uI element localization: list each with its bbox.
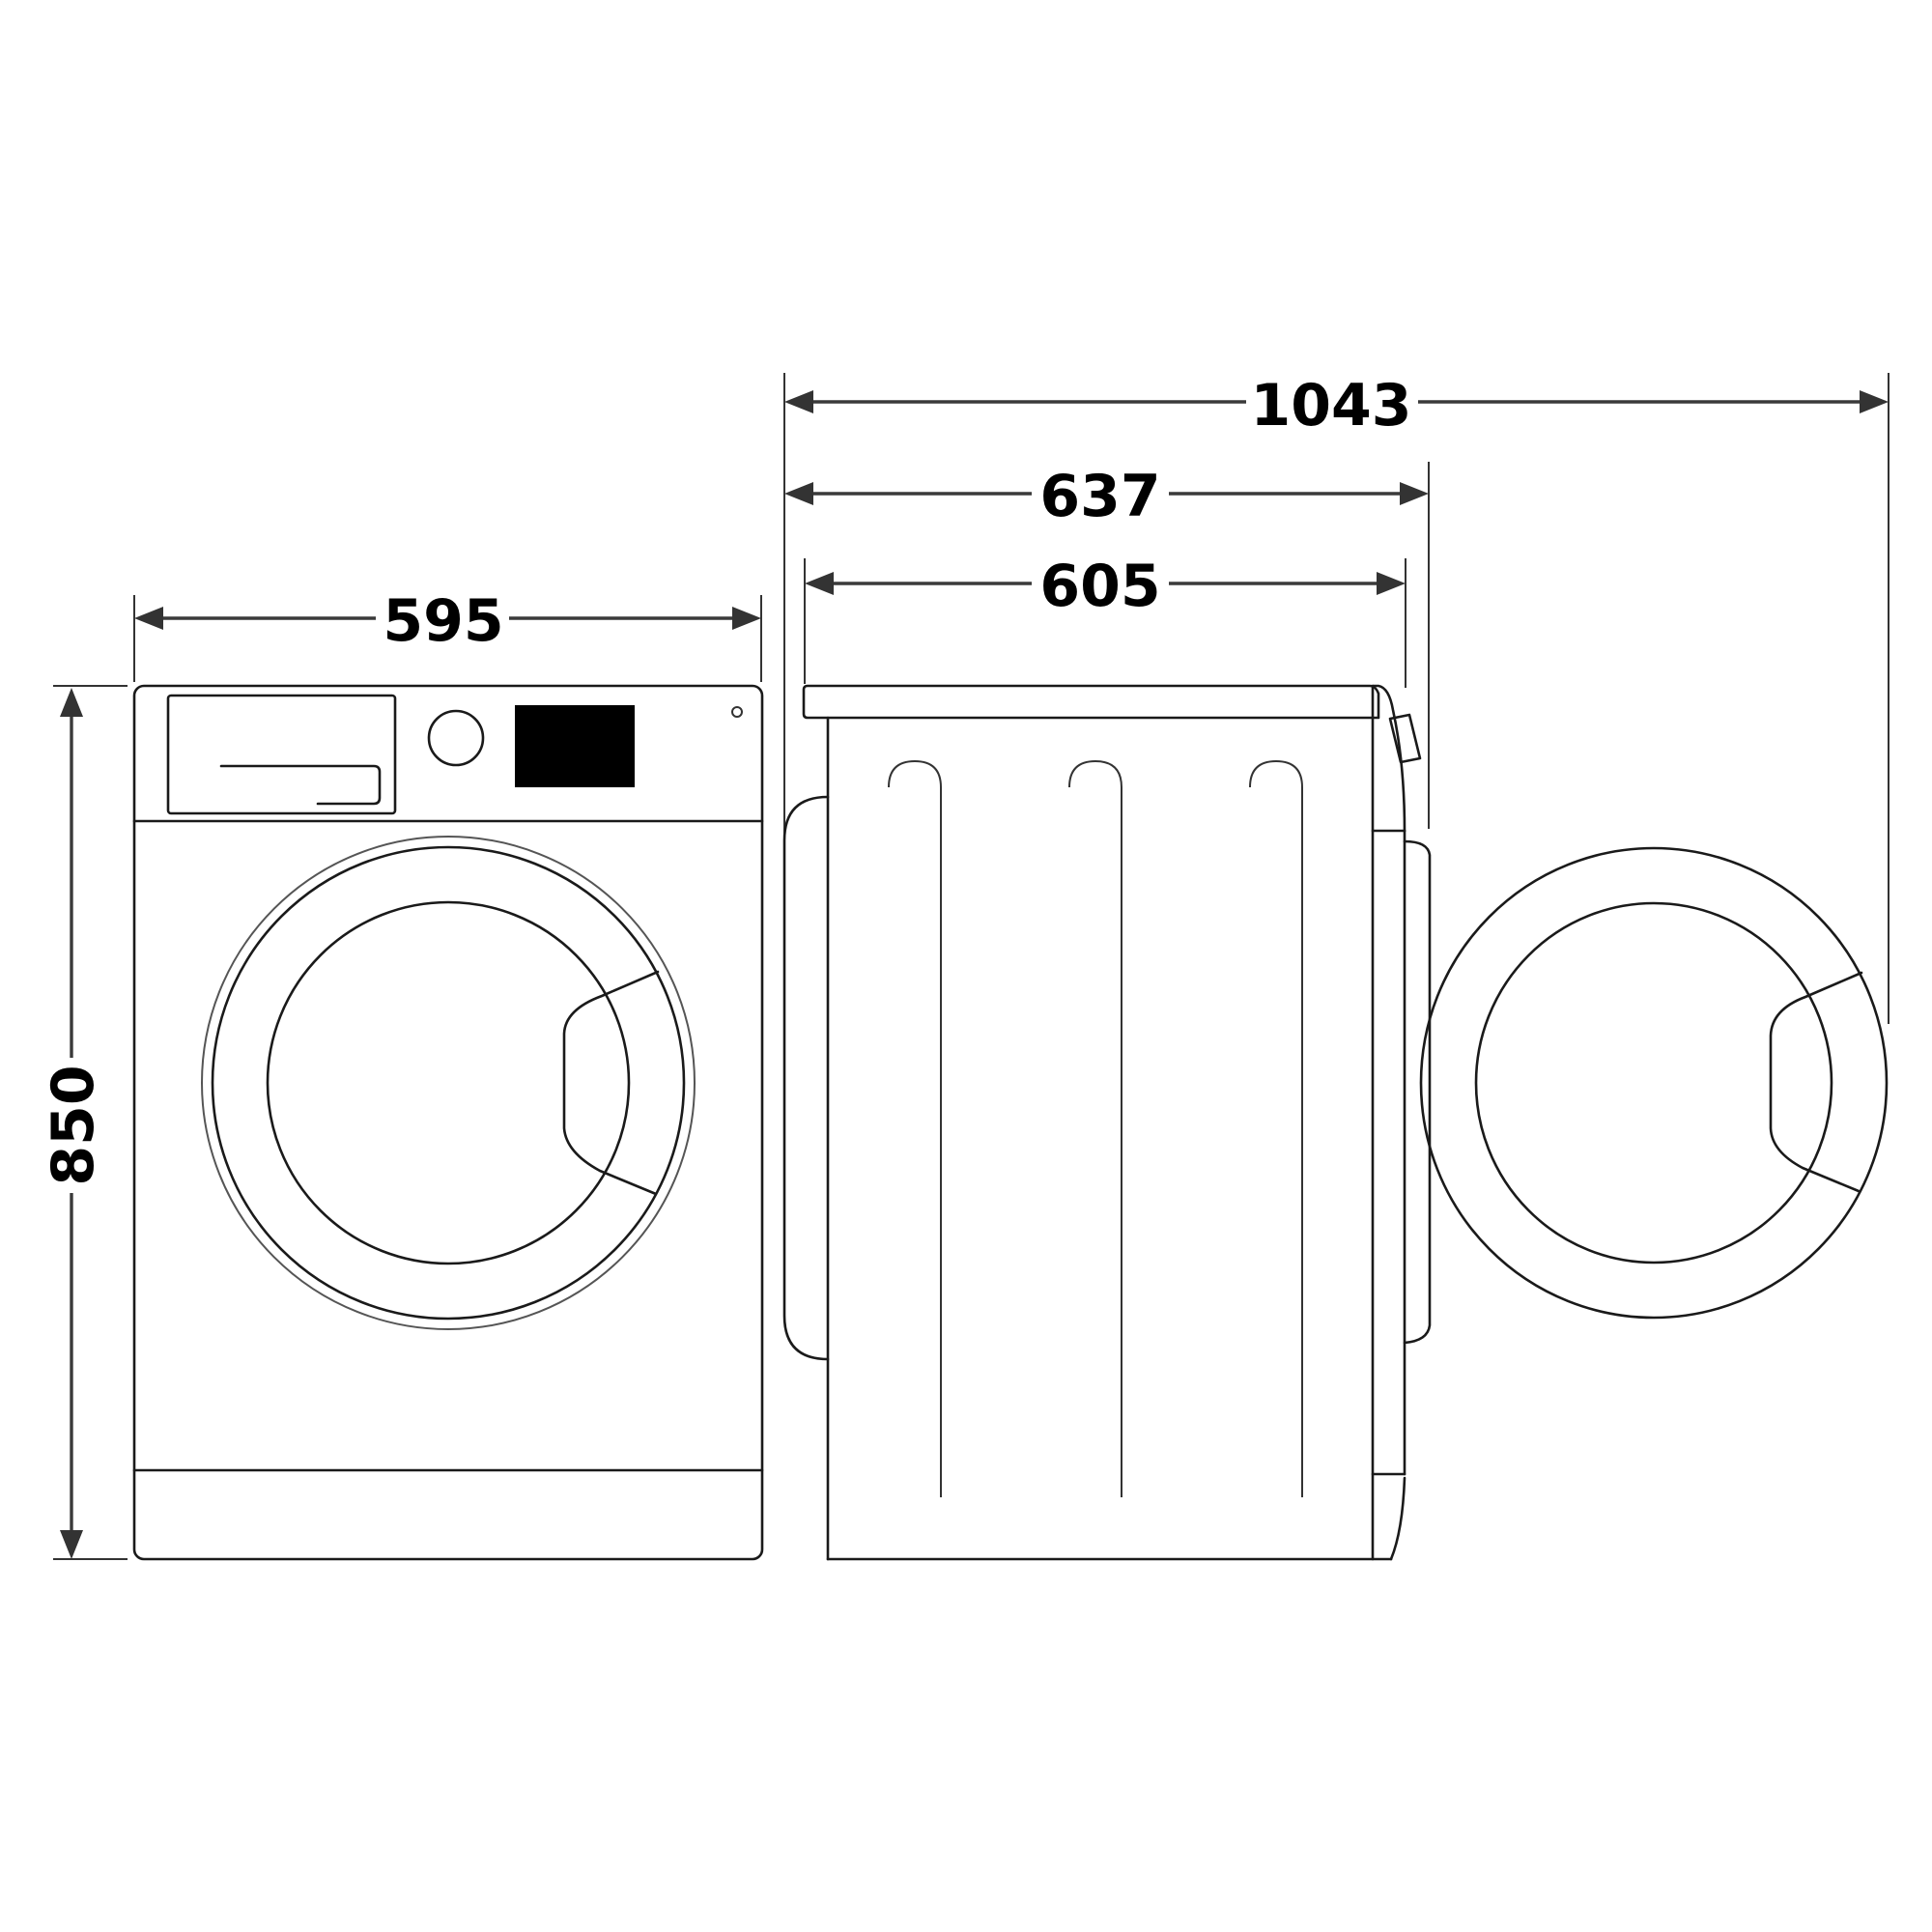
drawer-handle-icon bbox=[219, 764, 382, 806]
top-lid bbox=[802, 684, 1380, 720]
control-panel-profile bbox=[1371, 684, 1406, 833]
arrowhead-right-icon bbox=[732, 607, 761, 630]
arrowhead-left-icon bbox=[784, 390, 813, 413]
dimension-595: 595 bbox=[133, 587, 762, 682]
dimension-label-595: 595 bbox=[383, 587, 503, 655]
arrowhead-right-icon bbox=[1400, 482, 1429, 505]
side-rib-1 bbox=[888, 759, 942, 1497]
detergent-drawer bbox=[166, 694, 397, 815]
side-rib-3 bbox=[1249, 759, 1303, 1497]
front-cabinet bbox=[132, 684, 764, 1561]
dimension-label-1043: 1043 bbox=[1251, 372, 1412, 440]
open-door-view bbox=[1419, 846, 1889, 1320]
display-panel bbox=[515, 705, 635, 787]
door-ring bbox=[211, 845, 686, 1321]
door-glass bbox=[266, 900, 631, 1265]
dimension-850: 850 bbox=[40, 685, 128, 1560]
dimension-637: 637 bbox=[784, 462, 1430, 829]
arrowhead-down-icon bbox=[60, 1530, 83, 1559]
dimension-label-637: 637 bbox=[1039, 463, 1160, 530]
dimension-label-605: 605 bbox=[1039, 553, 1160, 620]
door-outer-trim bbox=[201, 836, 696, 1330]
detergent-drawer-front bbox=[166, 694, 397, 815]
power-indicator-icon bbox=[731, 706, 743, 718]
arrowhead-up-icon bbox=[60, 688, 83, 717]
side-view-washer bbox=[782, 684, 1432, 1561]
side-rib-2 bbox=[1068, 759, 1122, 1497]
kickplate-profile bbox=[1389, 1476, 1406, 1561]
arrowhead-right-icon bbox=[1377, 572, 1406, 595]
arrowhead-left-icon bbox=[784, 482, 813, 505]
program-knob-icon bbox=[427, 709, 485, 767]
open-door-glass bbox=[1474, 901, 1833, 1264]
arrowhead-left-icon bbox=[805, 572, 834, 595]
door-profile-closed bbox=[1403, 839, 1432, 1345]
back-bulge bbox=[782, 795, 830, 1361]
arrowhead-right-icon bbox=[1860, 390, 1889, 413]
door-handle-icon bbox=[562, 970, 660, 1196]
open-door-handle-icon bbox=[1769, 971, 1863, 1193]
dimension-605: 605 bbox=[804, 553, 1406, 688]
arrowhead-left-icon bbox=[134, 607, 163, 630]
front-view-washer bbox=[132, 684, 764, 1561]
dimension-1043: 1043 bbox=[783, 372, 1889, 1055]
side-ribs bbox=[888, 759, 1303, 1497]
dimension-label-850: 850 bbox=[40, 1065, 107, 1185]
control-knob-profile-icon bbox=[1388, 713, 1422, 764]
door bbox=[201, 836, 696, 1330]
open-door-ring bbox=[1419, 846, 1889, 1320]
